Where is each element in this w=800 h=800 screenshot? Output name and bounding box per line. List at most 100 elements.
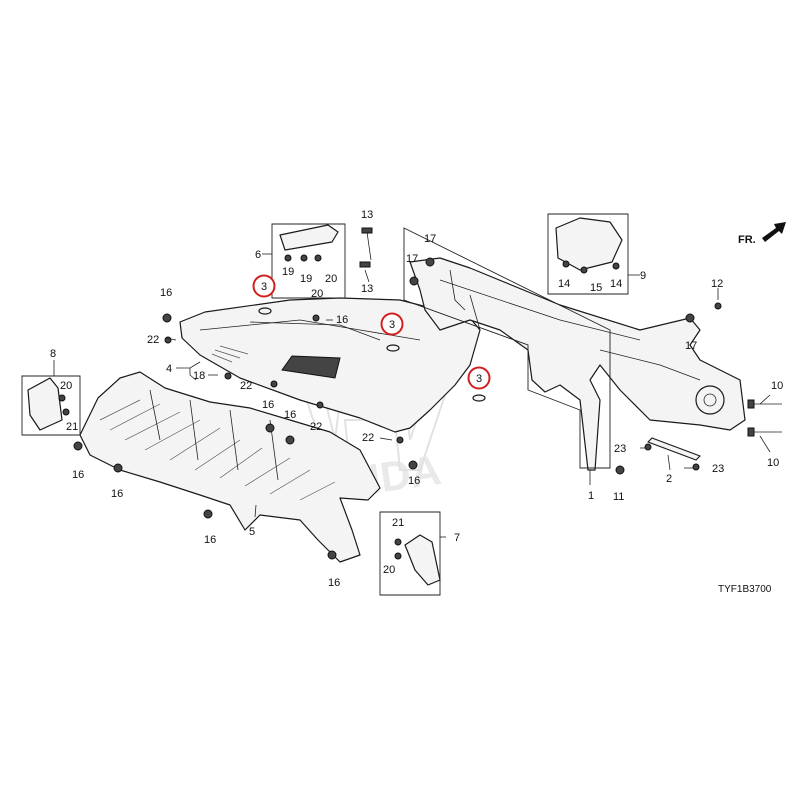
group-box-1 [403, 227, 611, 469]
callout-22: 22 [362, 432, 374, 444]
callout-14: 14 [610, 278, 622, 290]
callout-17: 17 [424, 233, 436, 245]
callout-17: 17 [685, 340, 697, 352]
front-direction-marker: FR. [738, 222, 786, 246]
callout-20: 20 [325, 273, 337, 285]
clip-icon [113, 463, 123, 473]
callout-20: 20 [383, 564, 395, 576]
clip-icon [714, 302, 722, 310]
clip-icon [562, 260, 570, 268]
callout-1: 1 [588, 490, 594, 502]
callout-20: 20 [311, 288, 323, 300]
cover-part-6 [279, 224, 339, 251]
clip-icon [394, 552, 402, 560]
clip-icon [580, 266, 588, 274]
group-box-8 [21, 375, 81, 436]
callout-17: 17 [406, 253, 418, 265]
callout-16: 16 [328, 577, 340, 589]
callout-12: 12 [711, 278, 723, 290]
callout-16: 16 [408, 475, 420, 487]
callout-16: 16 [160, 287, 172, 299]
clip-icon [409, 276, 419, 286]
clip-icon [692, 463, 700, 471]
clip-icon [425, 257, 435, 267]
clip-icon [270, 380, 278, 388]
callout-16: 16 [111, 488, 123, 500]
center-vent-opening [281, 355, 341, 379]
callout-7: 7 [454, 532, 460, 544]
front-label: FR. [738, 234, 756, 246]
callout-19: 19 [282, 266, 294, 278]
clip-icon [327, 550, 337, 560]
callout-4: 4 [166, 363, 172, 375]
callout-23: 23 [614, 443, 626, 455]
callout-3: 3 [389, 319, 395, 331]
clip-icon [224, 372, 232, 380]
callout-10: 10 [767, 457, 779, 469]
leader-lines [53, 253, 771, 538]
callout-20: 20 [60, 380, 72, 392]
clip-icon [685, 313, 695, 323]
clip-icon [615, 465, 625, 475]
clip-icon [164, 336, 172, 344]
clip-icon [203, 509, 213, 519]
callout-14: 14 [558, 278, 570, 290]
callout-3: 3 [261, 281, 267, 293]
clip-icon [284, 254, 292, 262]
callout-23: 23 [712, 463, 724, 475]
group-box-9 [547, 213, 629, 295]
callout-15: 15 [590, 282, 602, 294]
clip-icon [265, 423, 275, 433]
clip-icon [394, 538, 402, 546]
clip-icon [162, 313, 172, 323]
callout-22: 22 [310, 421, 322, 433]
callout-2: 2 [666, 473, 672, 485]
diagram-code: TYF1B3700 [718, 584, 772, 595]
callout-16: 16 [72, 469, 84, 481]
callout-16: 16 [336, 314, 348, 326]
clip-icon [316, 401, 324, 409]
grommet-part-3-c [472, 394, 486, 402]
callout-11: 11 [613, 491, 624, 503]
clip-icon [62, 408, 70, 416]
front-arrow-icon [762, 222, 786, 242]
clip-icon [300, 254, 308, 262]
bolt-part-13 [364, 231, 372, 283]
grommet-part-3-a [258, 307, 272, 315]
side-lid-part-8 [27, 377, 63, 431]
callout-21: 21 [392, 517, 404, 529]
callout-6: 6 [255, 249, 261, 261]
airbag-module-part-9 [555, 217, 623, 271]
group-box-6 [271, 223, 346, 299]
bolt-head-13b [359, 261, 371, 268]
grommet-part-3-b [386, 344, 400, 352]
fasteners [58, 254, 722, 560]
callout-19: 19 [300, 273, 312, 285]
clip-icon [612, 262, 620, 270]
callout-21: 21 [66, 421, 78, 433]
callout-13: 13 [361, 283, 373, 295]
clip-icon [312, 314, 320, 322]
callout-10: 10 [771, 380, 783, 392]
callout-5: 5 [249, 526, 255, 538]
clip-icon [408, 460, 418, 470]
highlight-ring [380, 312, 404, 336]
callout-22: 22 [147, 334, 159, 346]
callout-18: 18 [193, 370, 205, 382]
side-cover-part-7 [404, 534, 441, 586]
callout-13: 13 [361, 209, 373, 221]
bolt-part-10 [750, 403, 782, 433]
clip-icon [396, 436, 404, 444]
bolt-head-13a [361, 227, 373, 234]
clip-icon [73, 441, 83, 451]
callout-16: 16 [204, 534, 216, 546]
instrument-panel-lower [79, 371, 381, 563]
clip-icon [58, 394, 66, 402]
highlight-ring [252, 274, 276, 298]
bracket-part-2 [647, 437, 701, 461]
clip-icon [314, 254, 322, 262]
group-box-7 [379, 511, 441, 596]
callout-8: 8 [50, 348, 56, 360]
